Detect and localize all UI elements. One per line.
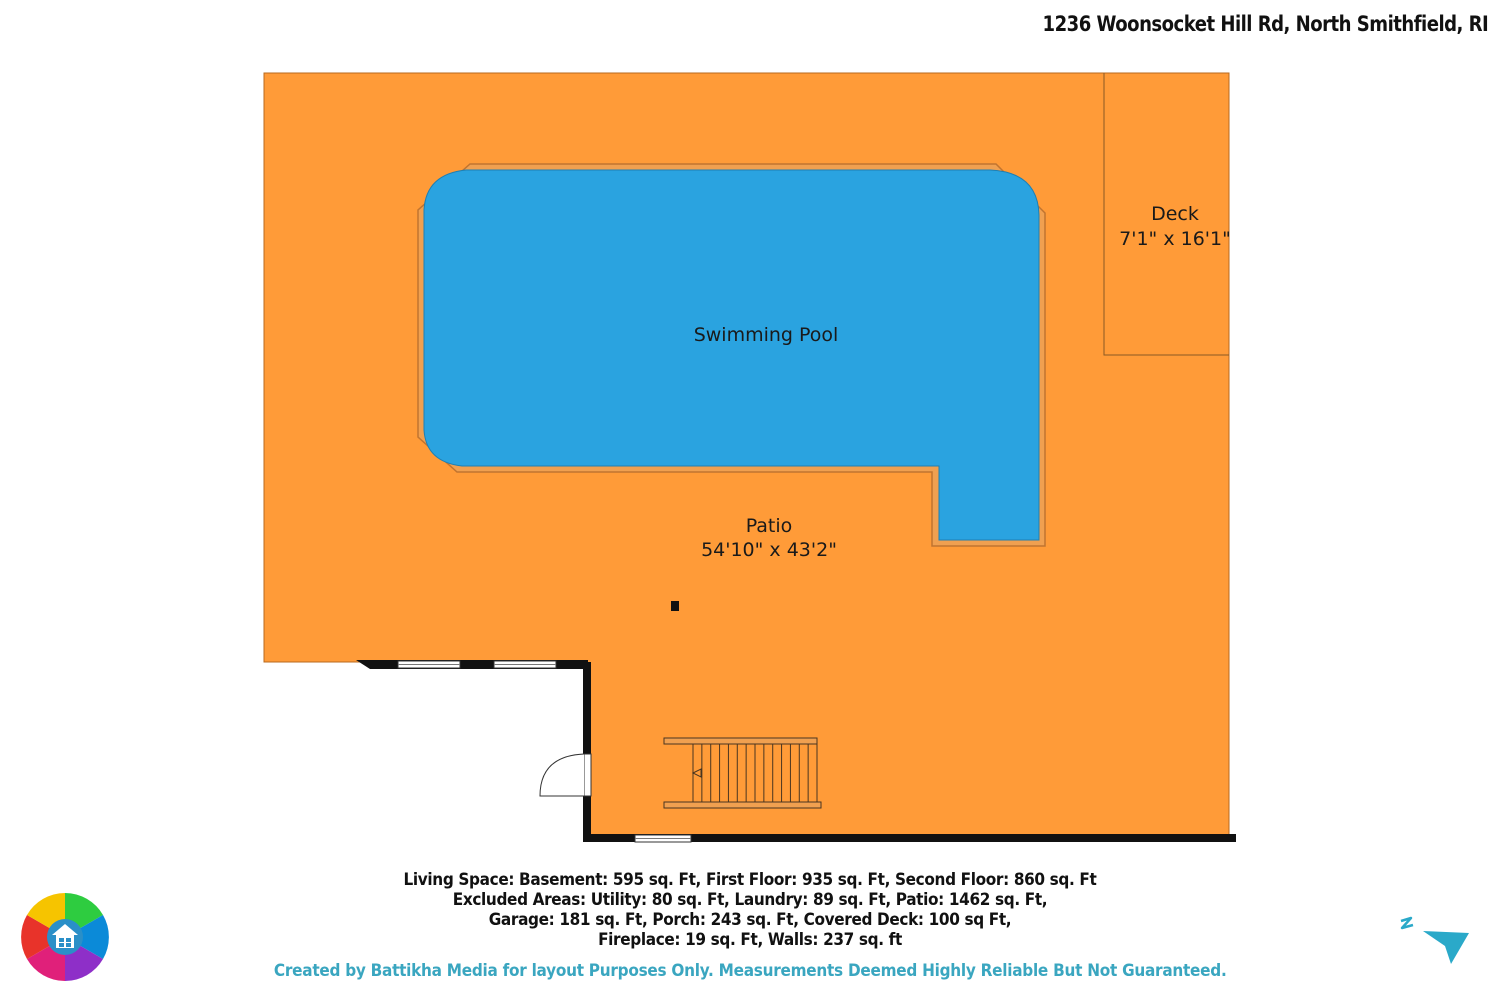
credit-disclaimer: Created by Battikha Media for layout Pur… xyxy=(0,961,1500,981)
column-post xyxy=(671,601,679,611)
summary-line: Living Space: Basement: 595 sq. Ft, Firs… xyxy=(403,870,1097,890)
property-address: 1236 Woonsocket Hill Rd, North Smithfiel… xyxy=(1042,12,1488,36)
summary-line: Fireplace: 19 sq. Ft, Walls: 237 sq. ft xyxy=(598,930,902,950)
staircase xyxy=(663,737,822,809)
summary-line: Garage: 181 sq. Ft, Porch: 243 sq. Ft, C… xyxy=(488,910,1012,930)
deck-label: Deck xyxy=(1151,203,1199,225)
swimming-pool xyxy=(423,169,1040,541)
north-arrow-icon xyxy=(1400,916,1469,964)
deck-dimensions: 7'1" x 16'1" xyxy=(1119,228,1231,250)
summary-line: Excluded Areas: Utility: 80 sq. Ft, Laun… xyxy=(452,890,1048,910)
credit-text: Created by Battikha Media for layout Pur… xyxy=(273,961,1227,981)
patio-label: Patio xyxy=(746,515,793,537)
house-logo-icon xyxy=(21,893,109,981)
patio-dimensions: 54'10" x 43'2" xyxy=(701,539,837,561)
pool-label: Swimming Pool xyxy=(694,324,839,346)
area-summary: Living Space: Basement: 595 sq. Ft, Firs… xyxy=(0,870,1500,950)
deck-area xyxy=(1103,73,1229,356)
windows xyxy=(397,660,692,843)
door xyxy=(539,753,592,797)
